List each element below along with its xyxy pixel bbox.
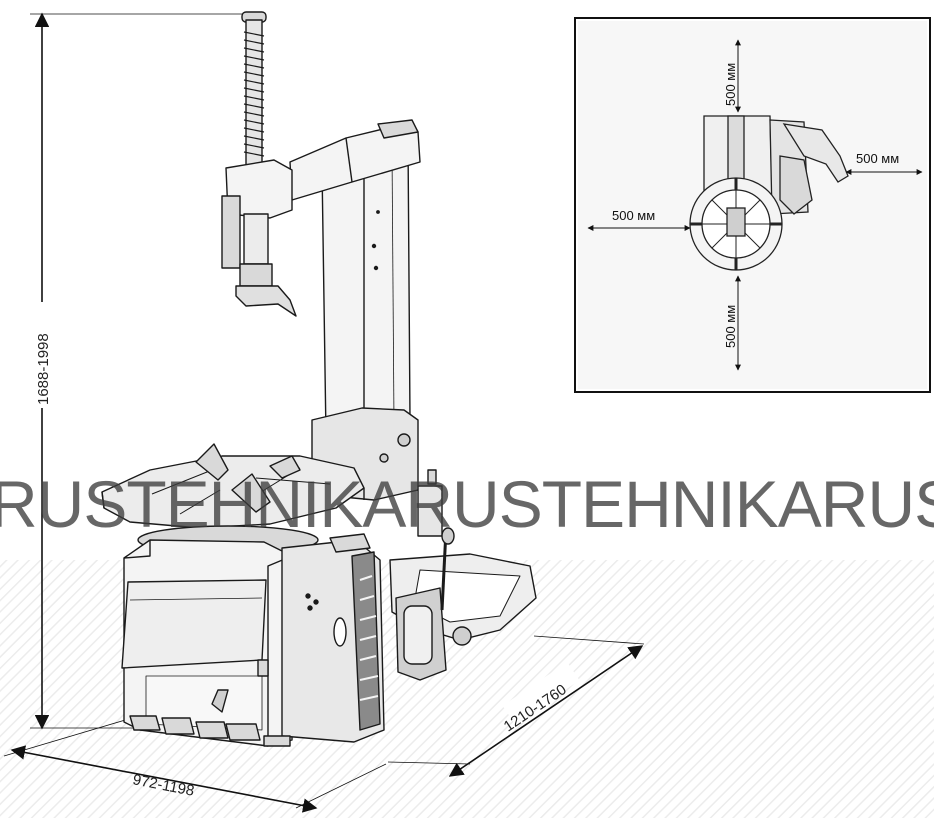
- tire-changer-machine: [101, 11, 537, 747]
- bead-breaker-housing: [281, 533, 385, 743]
- top-clearance-label: 500 мм: [723, 63, 738, 106]
- foot-pedals: [129, 689, 291, 747]
- inflation-unit: [417, 469, 455, 611]
- clearance-inset: 500 мм 500 мм 500 мм 500 мм: [574, 17, 931, 393]
- machine-top-view: [689, 115, 849, 271]
- base-cabinet: [121, 539, 293, 747]
- turntable: [101, 443, 365, 555]
- height-dimension: 1688-1998: [30, 12, 245, 730]
- left-clearance-label: 500 мм: [612, 208, 655, 223]
- vertical-shaft: [241, 11, 267, 171]
- bottom-clearance-label: 500 мм: [723, 305, 738, 348]
- horizontal-arm: [289, 119, 421, 201]
- right-clearance-label: 500 мм: [856, 151, 899, 166]
- height-label: 1688-1998: [35, 333, 52, 405]
- bead-breaker-arm: [389, 553, 537, 681]
- mounting-head: [221, 159, 297, 317]
- column: [311, 139, 419, 501]
